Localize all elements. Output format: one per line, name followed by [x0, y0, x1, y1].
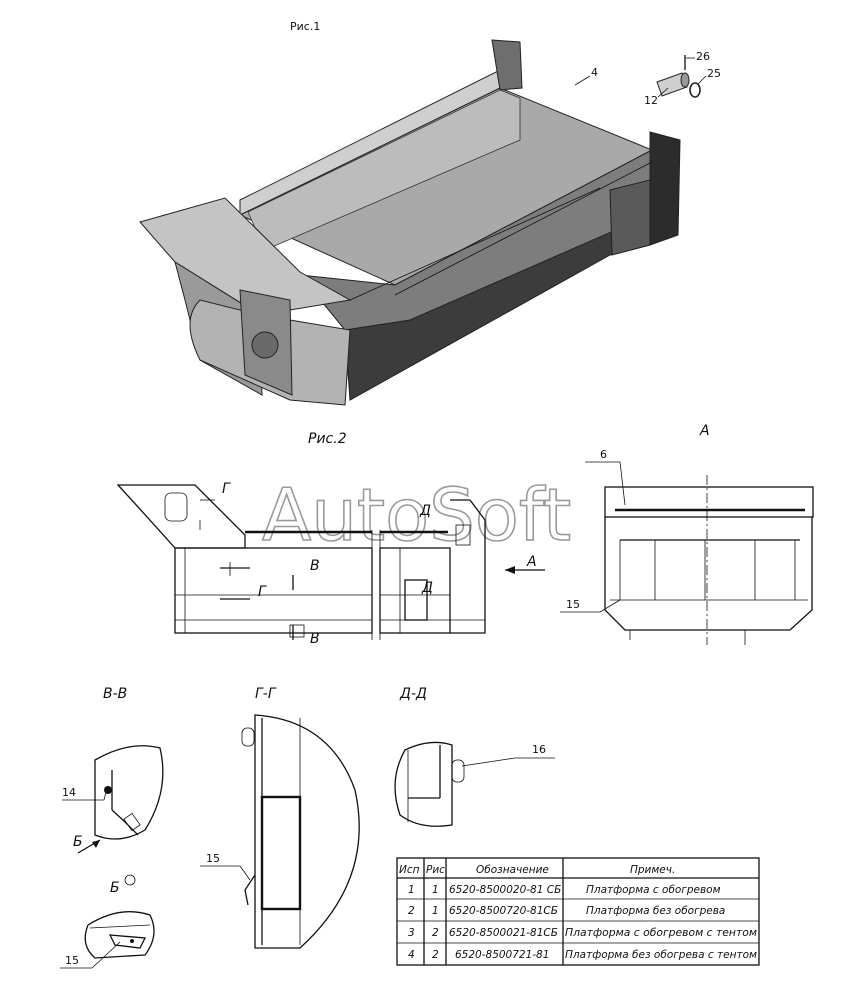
callout-12: 12	[644, 94, 658, 107]
leader-16	[461, 757, 516, 767]
section-mark-a: А	[526, 554, 537, 570]
section-mark-v-2: В	[310, 631, 320, 647]
callout-15-b: 15	[65, 954, 79, 967]
figure-1: Рис.1	[139, 20, 721, 406]
figure-1-title: Рис.1	[290, 20, 320, 33]
spec-table: Исп Рис. Обозначение Примеч. 1 1 6520-85…	[396, 857, 760, 966]
callout-15-view-a: 15	[566, 598, 580, 611]
callout-15-gg: 15	[206, 852, 220, 865]
section-dd-title: Д-Д	[399, 686, 427, 702]
table-row: 4 2 6520-8500721-81 Платформа без обогре…	[408, 949, 757, 961]
section-mark-g-2: Г	[258, 584, 267, 600]
table-row: 1 1 6520-8500020-81 СБ Платформа с обогр…	[408, 884, 721, 896]
view-a: А 6 15	[560, 423, 814, 645]
table-cell-note: Платформа с обогревом	[586, 884, 721, 896]
table-header-designation: Обозначение	[476, 864, 549, 876]
table-cell-designation: 6520-8500720-81СБ	[449, 905, 558, 917]
section-mark-v-1: В	[310, 558, 320, 574]
side-view	[116, 484, 486, 640]
table-cell-designation: 6520-8500020-81 СБ	[449, 884, 561, 896]
table-cell-ris: 2	[432, 949, 439, 961]
table-cell-designation: 6520-8500721-81	[455, 949, 549, 961]
table-cell-ris: 2	[432, 927, 439, 939]
table-row: 3 2 6520-8500021-81СБ Платформа с обогре…	[408, 927, 757, 939]
section-mark-d-1: Д	[419, 503, 431, 519]
callout-26: 26	[696, 50, 710, 63]
table-cell-isp: 3	[408, 927, 415, 939]
section-vv-title: В-В	[103, 686, 127, 702]
callout-16: 16	[532, 743, 546, 756]
callout-4: 4	[591, 66, 598, 79]
part-25-washer	[689, 82, 701, 98]
view-b-rotation-icon	[124, 874, 136, 886]
section-gg: Г-Г 15	[200, 686, 360, 949]
table-cell-designation: 6520-8500021-81СБ	[449, 927, 558, 939]
view-b-title: Б	[110, 880, 120, 896]
leader-25	[697, 75, 707, 85]
table-cell-note: Платформа без обогрева	[586, 905, 725, 917]
part-12-pin	[656, 72, 690, 97]
view-b: Б 15	[60, 874, 155, 969]
table-header-ris: Рис.	[426, 864, 448, 876]
leader-4	[574, 75, 591, 86]
callout-6: 6	[600, 448, 607, 461]
table-cell-ris: 1	[432, 905, 439, 917]
table-cell-note: Платформа с обогревом с тентом	[565, 927, 757, 939]
figure-2: Рис.2	[116, 431, 545, 647]
section-dd: Д-Д 16	[394, 686, 555, 827]
view-a-title: А	[699, 423, 710, 439]
table-cell-isp: 2	[408, 905, 415, 917]
table-row: 2 1 6520-8500720-81СБ Платформа без обог…	[408, 905, 725, 917]
dump-body-3d	[139, 39, 681, 406]
table-header-row: Исп Рис. Обозначение Примеч.	[399, 864, 675, 876]
section-mark-g-1: Г	[222, 481, 231, 497]
table-cell-note: Платформа без обогрева с тентом	[565, 949, 757, 961]
callout-14: 14	[62, 786, 76, 799]
watermark-text: AutoSoft	[262, 473, 571, 557]
table-header-isp: Исп	[399, 864, 420, 876]
section-mark-d-2: Д	[421, 580, 433, 596]
table-cell-isp: 1	[408, 884, 415, 896]
section-vv: В-В 14 Б	[62, 686, 164, 854]
callout-25: 25	[707, 67, 721, 80]
figure-2-title: Рис.2	[308, 431, 347, 447]
table-cell-isp: 4	[408, 949, 415, 961]
callout-b: Б	[73, 834, 83, 850]
leader-12	[657, 87, 669, 98]
table-cell-ris: 1	[432, 884, 439, 896]
section-gg-title: Г-Г	[255, 686, 277, 702]
table-header-note: Примеч.	[630, 864, 675, 876]
